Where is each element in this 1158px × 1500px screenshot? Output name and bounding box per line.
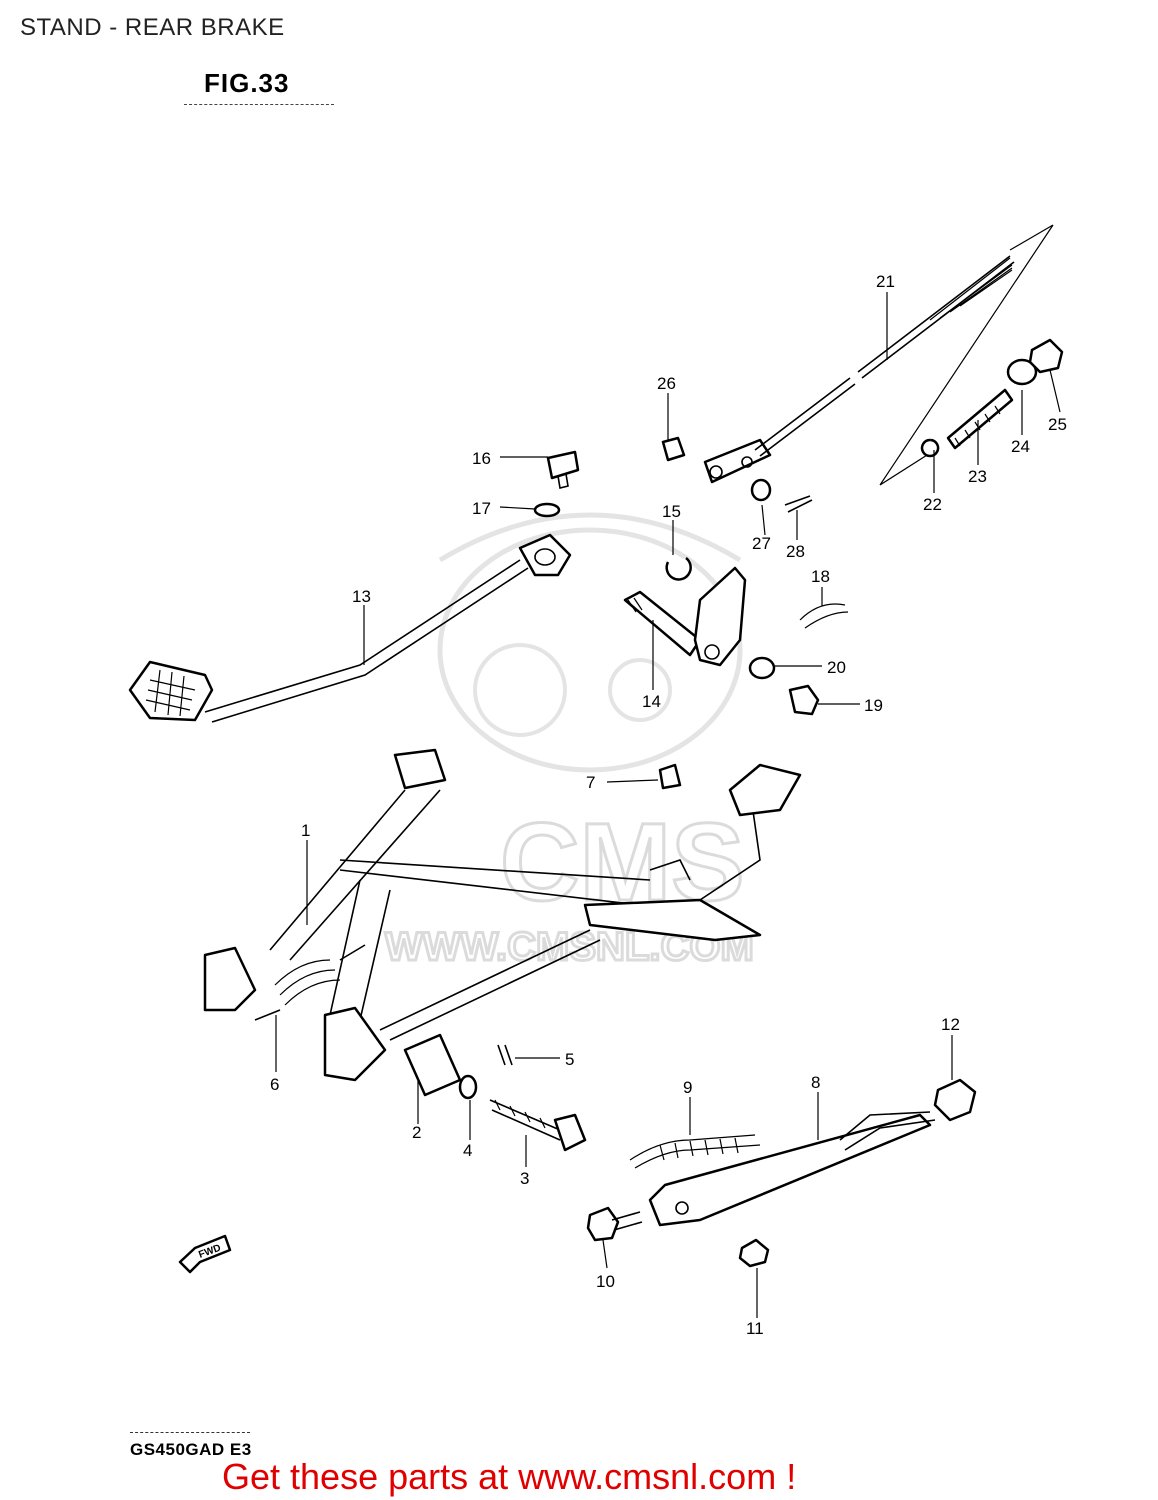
callout-8: 8 bbox=[811, 1073, 820, 1092]
center-stand bbox=[203, 748, 802, 1082]
callout-27: 27 bbox=[752, 534, 771, 553]
callout-23: 23 bbox=[968, 467, 987, 486]
callout-labels: 1 2 3 4 5 6 7 8 9 10 11 12 13 14 15 16 1… bbox=[270, 272, 1067, 1338]
callout-25: 25 bbox=[1048, 415, 1067, 434]
callout-14: 14 bbox=[642, 692, 661, 711]
callout-5: 5 bbox=[565, 1050, 574, 1069]
figure-label: FIG.33 bbox=[204, 68, 290, 98]
callout-11: 11 bbox=[746, 1319, 764, 1338]
callout-6: 6 bbox=[270, 1075, 279, 1094]
callout-4: 4 bbox=[463, 1141, 472, 1160]
callout-10: 10 bbox=[596, 1272, 615, 1291]
figure-label-underline bbox=[184, 104, 334, 105]
callout-1: 1 bbox=[301, 821, 310, 840]
callout-2: 2 bbox=[412, 1123, 421, 1142]
page-title: STAND - REAR BRAKE bbox=[20, 14, 285, 41]
callout-13: 13 bbox=[352, 587, 371, 606]
callout-28: 28 bbox=[786, 542, 805, 561]
callout-17: 17 bbox=[472, 499, 491, 518]
leader-lines bbox=[275, 292, 1061, 1318]
callout-12: 12 bbox=[941, 1015, 960, 1034]
callout-22: 22 bbox=[923, 495, 942, 514]
stand-pivot-parts bbox=[403, 1033, 587, 1152]
side-stand bbox=[586, 1078, 977, 1268]
callout-7: 7 bbox=[586, 773, 595, 792]
callout-18: 18 bbox=[811, 567, 830, 586]
callout-20: 20 bbox=[827, 658, 846, 677]
forward-direction-arrow: FWD bbox=[178, 1234, 232, 1274]
callout-19: 19 bbox=[864, 696, 883, 715]
callout-21: 21 bbox=[876, 272, 895, 291]
callout-24: 24 bbox=[1011, 437, 1030, 456]
promo-link[interactable]: Get these parts at www.cmsnl.com ! bbox=[222, 1456, 797, 1497]
brake-rod-assembly bbox=[661, 224, 1064, 513]
callout-15: 15 bbox=[662, 502, 681, 521]
pedal-bolt-and-washer bbox=[533, 450, 580, 518]
brake-pivot-assembly bbox=[623, 557, 849, 716]
callout-3: 3 bbox=[520, 1169, 529, 1188]
callout-26: 26 bbox=[657, 374, 676, 393]
brake-pedal bbox=[128, 533, 572, 723]
callout-16: 16 bbox=[472, 449, 491, 468]
model-code-rule bbox=[130, 1432, 250, 1433]
model-code: GS450GAD E3 bbox=[130, 1440, 252, 1459]
callout-9: 9 bbox=[683, 1078, 692, 1097]
